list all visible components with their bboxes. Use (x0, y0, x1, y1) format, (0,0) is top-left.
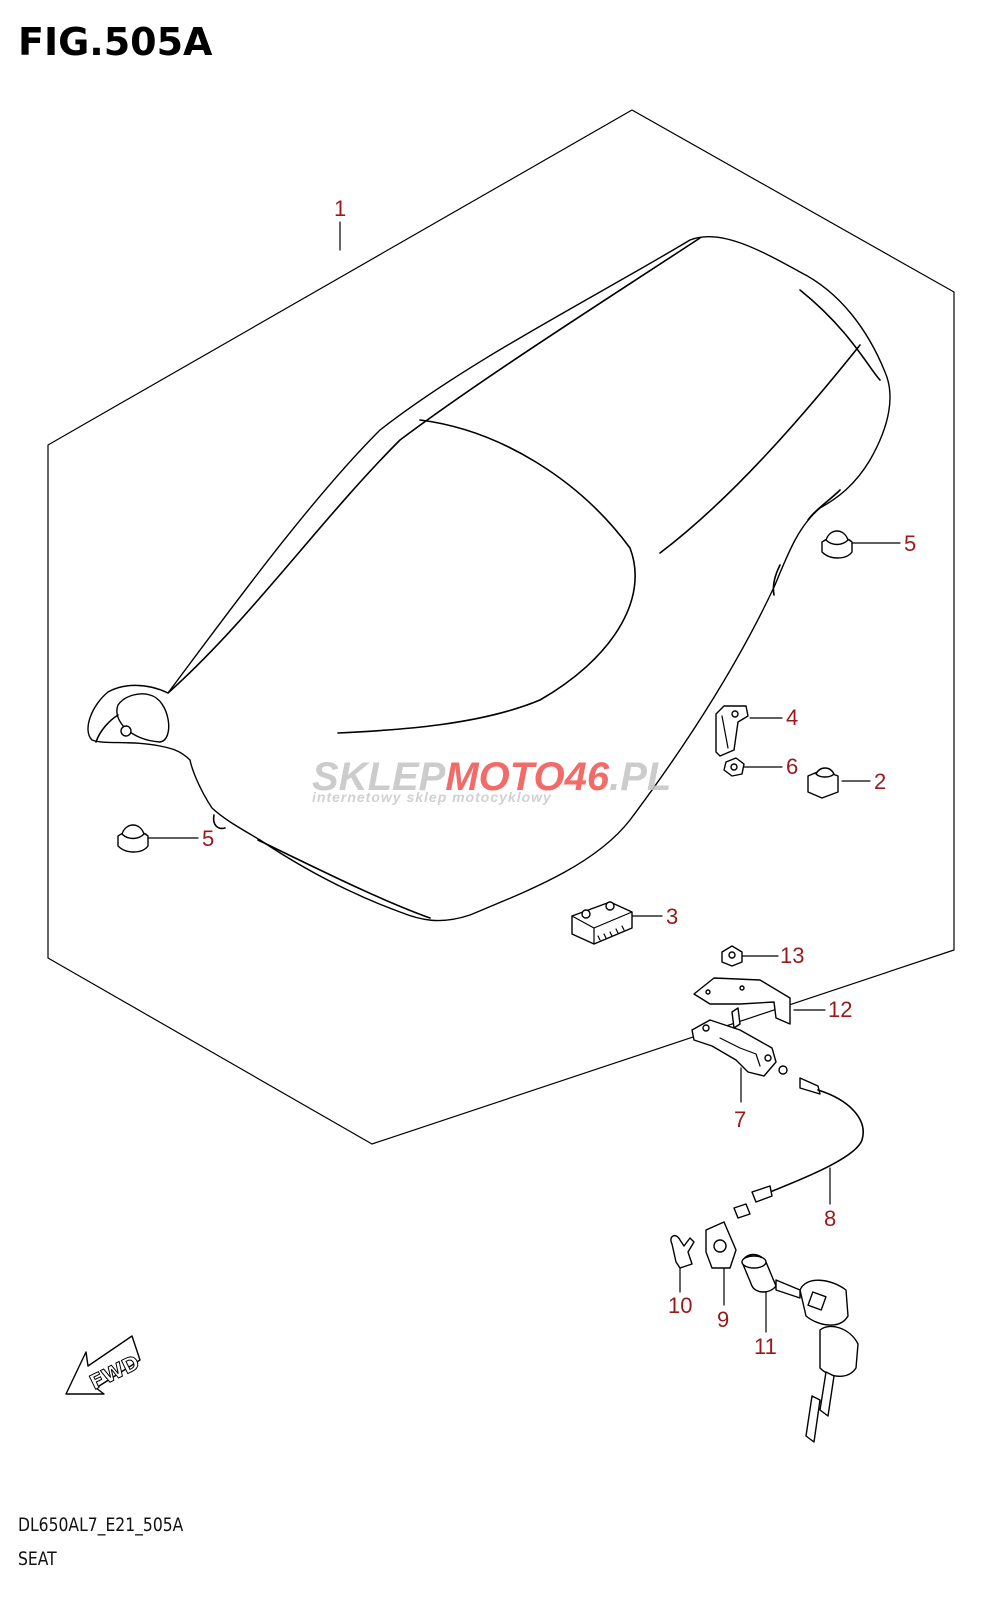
cushion-block (571, 901, 633, 945)
seat (87, 235, 891, 922)
plate (693, 977, 791, 1025)
callout-4: 4 (786, 705, 798, 730)
watermark-tagline: internetowy sklep motocyklowy (312, 789, 552, 805)
holder (705, 1221, 737, 1269)
section-name: SEAT (18, 1548, 57, 1570)
callout-2: 2 (874, 769, 886, 794)
callout-11: 11 (754, 1334, 777, 1359)
figure-title: FIG.505A (18, 20, 213, 64)
nut-top (721, 945, 743, 967)
callout-3: 3 (666, 904, 678, 929)
bracket (715, 705, 749, 757)
cushion-left (117, 824, 149, 853)
callout-1: 1 (334, 196, 346, 221)
assembly-frame (47, 109, 955, 1145)
callout-5-right: 5 (904, 531, 916, 556)
callout-7: 7 (734, 1107, 746, 1132)
watermark-brand-4: .PL (609, 755, 671, 799)
watermark-brand-3: 46 (564, 755, 610, 799)
callout-5-left: 5 (202, 826, 214, 851)
fwd-arrow: FWD (65, 1335, 144, 1395)
watermark-brand-1: SKLEP (312, 755, 446, 799)
cushion-right (821, 530, 853, 559)
lock-assy (691, 1007, 777, 1077)
key-lock (741, 1253, 859, 1443)
watermark-brand-2: MOTO (445, 755, 564, 799)
cable (733, 1065, 864, 1219)
watermark: SKLEPMOTO46.PL internetowy sklep motocyk… (312, 755, 671, 805)
leader-lines (147, 221, 901, 1333)
nut (723, 757, 745, 777)
callout-labels: 1 5 4 6 2 5 3 13 12 7 8 10 9 11 (202, 196, 916, 1359)
model-code: DL650AL7_E21_505A (18, 1514, 184, 1536)
callout-13: 13 (780, 943, 804, 968)
callout-9: 9 (717, 1307, 729, 1332)
clip (670, 1234, 695, 1269)
callout-8: 8 (824, 1206, 836, 1231)
svg-text:SKLEPMOTO46.PL: SKLEPMOTO46.PL (312, 755, 671, 799)
callout-6: 6 (786, 754, 798, 779)
callout-10: 10 (668, 1293, 692, 1318)
cushion-small (807, 767, 839, 799)
callout-12: 12 (828, 997, 852, 1022)
